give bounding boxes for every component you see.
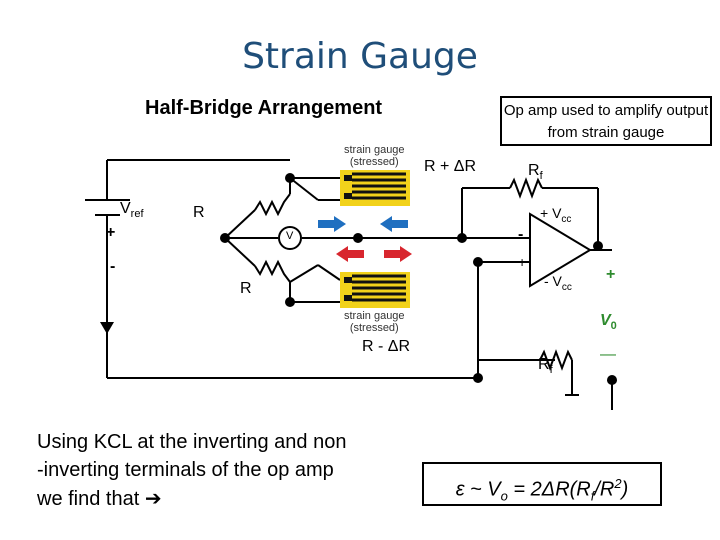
strain-gauge-top-icon xyxy=(340,170,410,206)
output-minus-sign: — xyxy=(600,346,616,363)
slide-title: Strain Gauge xyxy=(242,36,478,77)
voltmeter-label: V xyxy=(286,230,294,242)
strain-formula: ε ~ Vo = 2ΔR(Rf/R2) xyxy=(422,462,662,506)
gauge-bottom-label: strain gauge (stressed) xyxy=(344,310,405,334)
rf-bottom-label: Rf xyxy=(538,356,553,377)
gauge-top-label: strain gauge (stressed) xyxy=(344,144,405,168)
strain-gauge-bottom-icon xyxy=(340,272,410,308)
r-lower-label: R xyxy=(240,280,252,297)
rf-top-label: Rf xyxy=(528,162,543,183)
ground-arrow-icon xyxy=(100,322,114,334)
right-arrow-icon: ➔ xyxy=(144,486,162,510)
voltmeter-icon xyxy=(278,226,302,250)
r-upper-label: R xyxy=(193,204,205,221)
opamp-note: Op amp used to amplify output from strai… xyxy=(500,96,712,146)
opamp-noninverting-sign: + xyxy=(518,254,527,270)
compression-arrows-icon xyxy=(336,246,412,262)
kcl-explanation: Using KCL at the inverting and non -inve… xyxy=(37,431,347,510)
vref-label: Vref xyxy=(120,200,144,221)
vcc-negative-label: - Vcc xyxy=(544,273,572,293)
r-minus-dr-label: R - ΔR xyxy=(362,338,411,355)
vref-minus: - xyxy=(110,258,116,275)
output-plus-sign: + xyxy=(606,266,616,283)
vref-plus: + xyxy=(106,224,116,241)
opamp-inverting-sign: - xyxy=(518,226,524,243)
output-voltage-label: V0 xyxy=(600,312,617,333)
vcc-positive-label: + Vcc xyxy=(540,205,572,225)
tension-arrows-icon xyxy=(318,216,408,232)
subtitle: Half-Bridge Arrangement xyxy=(145,97,383,119)
r-plus-dr-label: R + ΔR xyxy=(424,158,477,175)
